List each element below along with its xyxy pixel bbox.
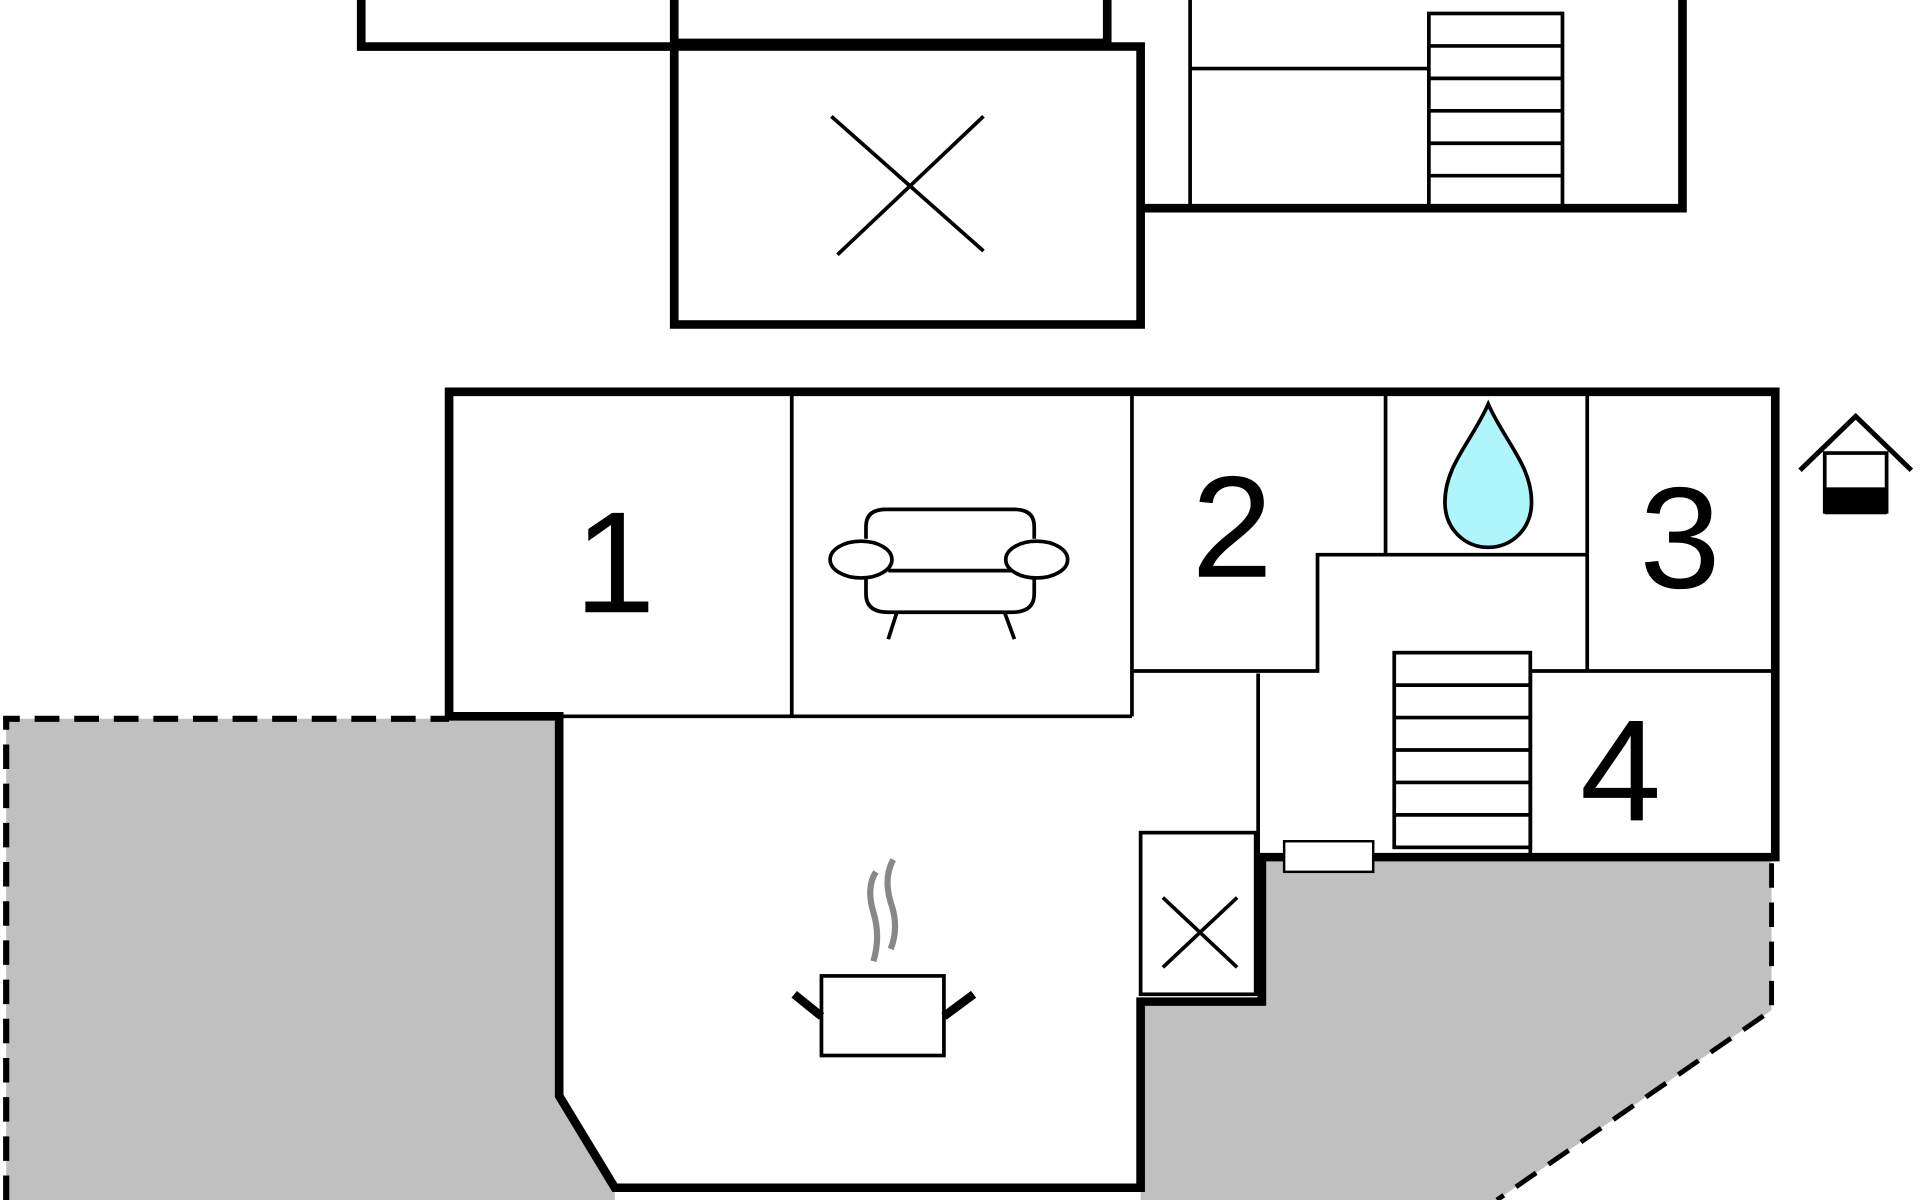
water-drop-icon: [1443, 399, 1534, 550]
outdoor-area-right: [1140, 857, 1775, 1200]
cooking-pot-icon: [791, 858, 977, 1058]
room-number-1: 1: [574, 482, 655, 643]
main-building: [444, 387, 1780, 1193]
room-number-2: 2: [1192, 446, 1273, 607]
upper-building: [356, 0, 1687, 329]
room-number-3: 3: [1639, 457, 1720, 618]
sofa-icon: [828, 507, 1070, 640]
door-threshold: [1282, 840, 1375, 874]
storage-room: [1138, 830, 1258, 997]
stairs-icon: [1427, 11, 1565, 210]
cross-icon: [830, 114, 985, 257]
room-number-4: 4: [1580, 690, 1661, 851]
house-icon: [1798, 412, 1914, 515]
stairs-icon: [1392, 650, 1533, 850]
cross-icon: [1161, 896, 1239, 969]
outdoor-area-left: [3, 715, 615, 1200]
